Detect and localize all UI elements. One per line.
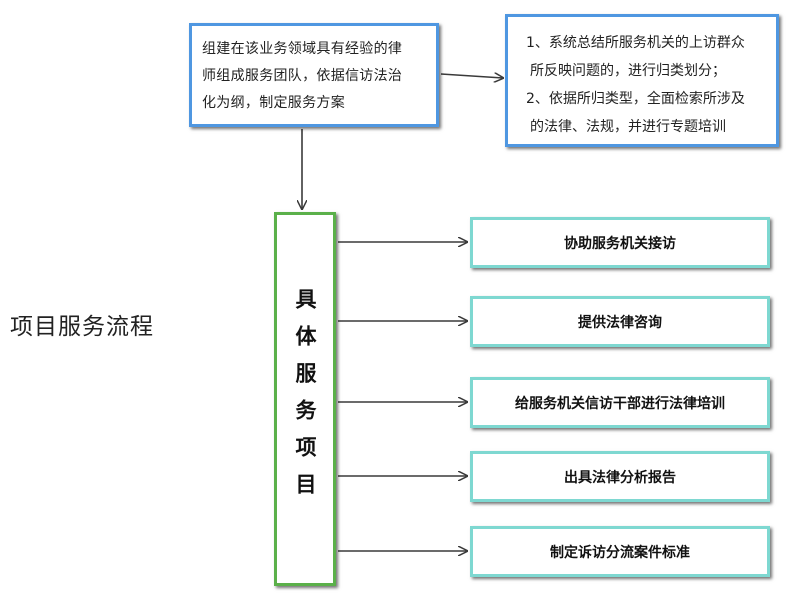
item-case-diversion-standard: 制定诉访分流案件标准 bbox=[470, 526, 770, 577]
item-legal-consultation: 提供法律咨询 bbox=[470, 296, 770, 347]
start-box-line: 师组成服务团队，依据信访法治 bbox=[202, 68, 403, 84]
arrow-start-to-analysis bbox=[440, 74, 503, 78]
item-label: 制定诉访分流案件标准 bbox=[550, 544, 690, 561]
analysis-box: 1、系统总结所服务机关的上访群众 所反映问题的，进行归类划分； 2、依据所归类型… bbox=[505, 14, 779, 147]
start-box-team: 组建在该业务领域具有经验的律 师组成服务团队，依据信访法治 化为纲，制定服务方案 bbox=[189, 23, 439, 127]
item-legal-analysis-report: 出具法律分析报告 bbox=[470, 451, 770, 502]
item-label: 出具法律分析报告 bbox=[564, 469, 676, 486]
item-assist-reception: 协助服务机关接访 bbox=[470, 217, 770, 268]
item-legal-training: 给服务机关信访干部进行法律培训 bbox=[470, 377, 770, 428]
center-box-label: 具体服务项目 bbox=[293, 288, 317, 510]
analysis-line: 1、系统总结所服务机关的上访群众 bbox=[526, 35, 745, 51]
item-label: 给服务机关信访干部进行法律培训 bbox=[515, 395, 725, 412]
side-label-project-flow: 项目服务流程 bbox=[10, 314, 154, 340]
start-box-line: 组建在该业务领域具有经验的律 bbox=[202, 41, 403, 57]
analysis-line: 的法律、法规，并进行专题培训 bbox=[530, 119, 726, 135]
start-box-line: 化为纲，制定服务方案 bbox=[202, 95, 345, 111]
center-box-service-items: 具体服务项目 bbox=[274, 212, 336, 586]
analysis-line: 所反映问题的，进行归类划分； bbox=[530, 63, 726, 79]
item-label: 协助服务机关接访 bbox=[564, 235, 676, 252]
analysis-line: 2、依据所归类型，全面检索所涉及 bbox=[526, 91, 745, 107]
item-label: 提供法律咨询 bbox=[578, 314, 662, 331]
